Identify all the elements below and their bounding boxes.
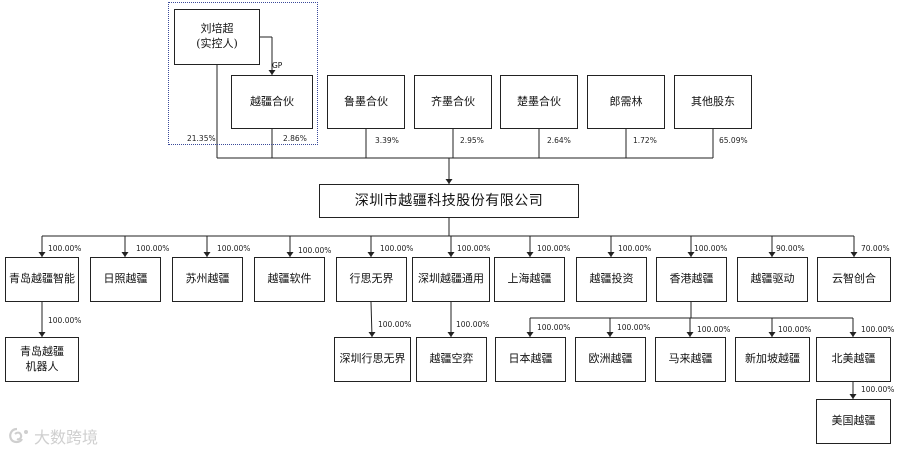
company-arrowhead	[445, 179, 453, 184]
subsidiary-box: 云智创合	[817, 257, 891, 302]
subsidiary-pct: 100.00%	[217, 244, 251, 253]
sub-subsidiary-box: 越疆空弈	[416, 337, 487, 382]
subsidiary-arrowhead	[687, 252, 695, 257]
yuejiang-partnership-pct: 2.86%	[283, 134, 307, 143]
sub-subsidiary-pct: 100.00%	[378, 320, 412, 329]
us-subsidiary-box: 美国越疆	[816, 399, 891, 444]
company-box: 深圳市越疆科技股份有限公司	[319, 184, 579, 218]
subsidiary-pct: 100.00%	[537, 244, 571, 253]
hk-subsidiary-pct: 100.00%	[778, 325, 812, 334]
subsidiary-box: 青岛越疆智能	[5, 257, 79, 302]
subsidiary-arrowhead	[286, 252, 294, 257]
subsidiary-pct: 90.00%	[776, 244, 805, 253]
subsidiary-box: 香港越疆	[656, 257, 727, 302]
hk-arrowhead	[606, 332, 614, 337]
subsidiary-arrowhead	[607, 252, 615, 257]
sub-subsidiary-pct: 100.00%	[48, 316, 82, 325]
subsidiary-pct: 100.00%	[457, 244, 491, 253]
shareholder-pct: 1.72%	[633, 136, 657, 145]
sub-subsidiary-arrowhead	[368, 332, 376, 337]
controller-direct-pct: 21.35%	[187, 134, 216, 143]
sub-subsidiary-arrowhead	[38, 332, 46, 337]
hk-subsidiary-box: 欧洲越疆	[575, 337, 646, 382]
hk-subsidiary-box: 北美越疆	[816, 337, 891, 382]
gp-arrowhead	[268, 70, 276, 75]
hk-subsidiary-box: 日本越疆	[495, 337, 566, 382]
subsidiary-arrowhead	[526, 252, 534, 257]
hk-subsidiary-box: 新加坡越疆	[735, 337, 810, 382]
us-subsidiary-arrowhead	[849, 394, 857, 399]
shareholder-box: 鲁墨合伙	[327, 75, 405, 129]
subsidiary-arrowhead	[367, 252, 375, 257]
hk-arrowhead	[849, 332, 857, 337]
subsidiary-arrowhead	[447, 252, 455, 257]
hk-subsidiary-pct: 100.00%	[861, 325, 895, 334]
shareholder-pct: 3.39%	[375, 136, 399, 145]
yuejiang-partnership-box: 越疆合伙	[231, 75, 313, 129]
subsidiary-pct: 100.00%	[298, 246, 332, 255]
sub-subsidiary-pct: 100.00%	[456, 320, 490, 329]
shareholder-box: 楚墨合伙	[500, 75, 578, 129]
subsidiary-arrowhead	[850, 252, 858, 257]
hk-arrowhead	[768, 332, 776, 337]
subsidiary-box: 上海越疆	[494, 257, 565, 302]
shareholder-pct: 65.09%	[719, 136, 748, 145]
hk-subsidiary-pct: 100.00%	[617, 323, 651, 332]
sub-subsidiary-line	[370, 301, 373, 338]
shareholder-pct: 2.64%	[547, 136, 571, 145]
subsidiary-box: 日照越疆	[90, 257, 161, 302]
subsidiary-pct: 100.00%	[618, 244, 652, 253]
sub-subsidiary-box: 青岛越疆 机器人	[5, 337, 79, 382]
subsidiary-pct: 100.00%	[136, 244, 170, 253]
sub-subsidiary-box: 深圳行思无界	[334, 337, 411, 382]
shareholder-box: 齐墨合伙	[414, 75, 492, 129]
shareholder-box: 其他股东	[674, 75, 752, 129]
hk-arrowhead	[526, 332, 534, 337]
subsidiary-arrowhead	[203, 252, 211, 257]
hk-subsidiary-box: 马来越疆	[655, 337, 726, 382]
subsidiary-box: 深圳越疆通用	[412, 257, 490, 302]
hk-arrowhead	[686, 332, 694, 337]
gp-label: GP	[272, 61, 283, 70]
subsidiary-arrowhead	[38, 252, 46, 257]
shareholder-box: 郎需林	[587, 75, 665, 129]
hk-subsidiary-pct: 100.00%	[697, 325, 731, 334]
subsidiary-arrowhead	[121, 252, 129, 257]
subsidiary-box: 越疆投资	[576, 257, 647, 302]
subsidiary-pct: 100.00%	[380, 244, 414, 253]
subsidiary-box: 苏州越疆	[172, 257, 243, 302]
subsidiary-box: 行思无界	[336, 257, 407, 302]
watermark-logo-icon	[9, 427, 28, 444]
us-subsidiary-pct: 100.00%	[861, 385, 895, 394]
sub-subsidiary-arrowhead	[447, 332, 455, 337]
subsidiary-box: 越疆软件	[254, 257, 325, 302]
watermark: 大数跨境	[8, 424, 98, 448]
controller-box: 刘培超 (实控人)	[174, 9, 260, 65]
hk-subsidiary-pct: 100.00%	[537, 323, 571, 332]
subsidiary-pct: 100.00%	[48, 244, 82, 253]
shareholder-pct: 2.95%	[460, 136, 484, 145]
subsidiary-arrowhead	[768, 252, 776, 257]
controller-group-frame	[168, 2, 318, 145]
subsidiary-pct: 100.00%	[694, 244, 728, 253]
watermark-text: 大数跨境	[34, 428, 99, 447]
subsidiary-box: 越疆驱动	[737, 257, 808, 302]
subsidiary-pct: 70.00%	[861, 244, 890, 253]
